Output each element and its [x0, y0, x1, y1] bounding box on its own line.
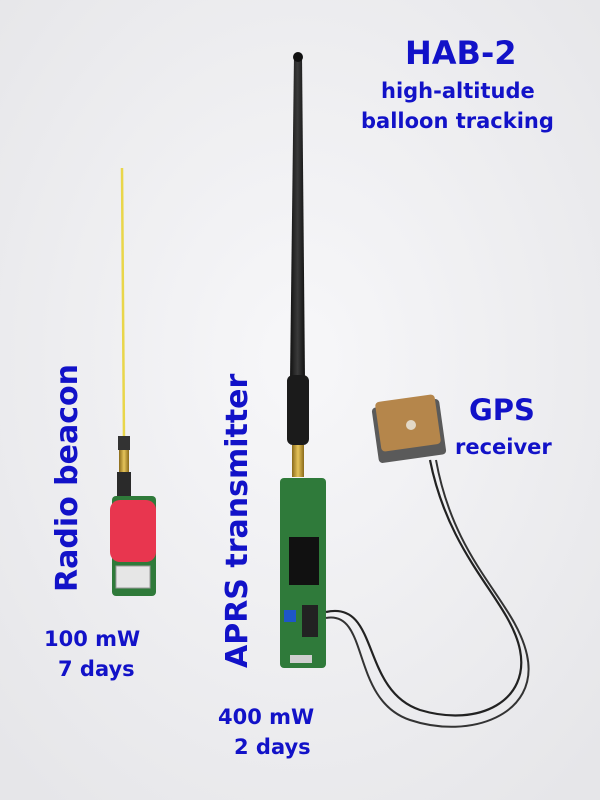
radio-beacon-label: Radio beacon: [50, 364, 85, 592]
antenna-base: [287, 375, 309, 445]
aprs-transmitter-device: [280, 52, 326, 668]
aprs-chip: [289, 537, 319, 585]
beacon-connector: [115, 565, 151, 589]
subtitle-line-2: balloon tracking: [361, 109, 554, 133]
aprs-power: 400 mW: [218, 705, 315, 729]
gps-receiver-device: [325, 394, 530, 728]
aprs-ic: [302, 605, 318, 637]
aprs-antenna: [290, 55, 305, 380]
sma-connector: [119, 450, 129, 472]
subtitle-line-1: high-altitude: [381, 79, 535, 103]
connector-top: [118, 436, 130, 450]
gps-cable: [325, 459, 523, 717]
radio-beacon-duration: 7 days: [58, 657, 135, 681]
aprs-duration: 2 days: [234, 735, 311, 759]
gps-label: GPS: [469, 393, 535, 427]
radio-beacon-power: 100 mW: [44, 627, 141, 651]
connector-body: [117, 472, 131, 498]
radio-beacon-device: [110, 167, 156, 596]
red-heatshrink: [110, 500, 156, 562]
page-title: HAB-2: [405, 34, 517, 72]
aprs-sma: [292, 445, 304, 477]
yellow-wire-antenna: [120, 167, 126, 441]
aprs-transmitter-label: APRS transmitter: [220, 373, 255, 668]
trimmer: [284, 610, 296, 622]
gps-sublabel: receiver: [455, 435, 552, 459]
